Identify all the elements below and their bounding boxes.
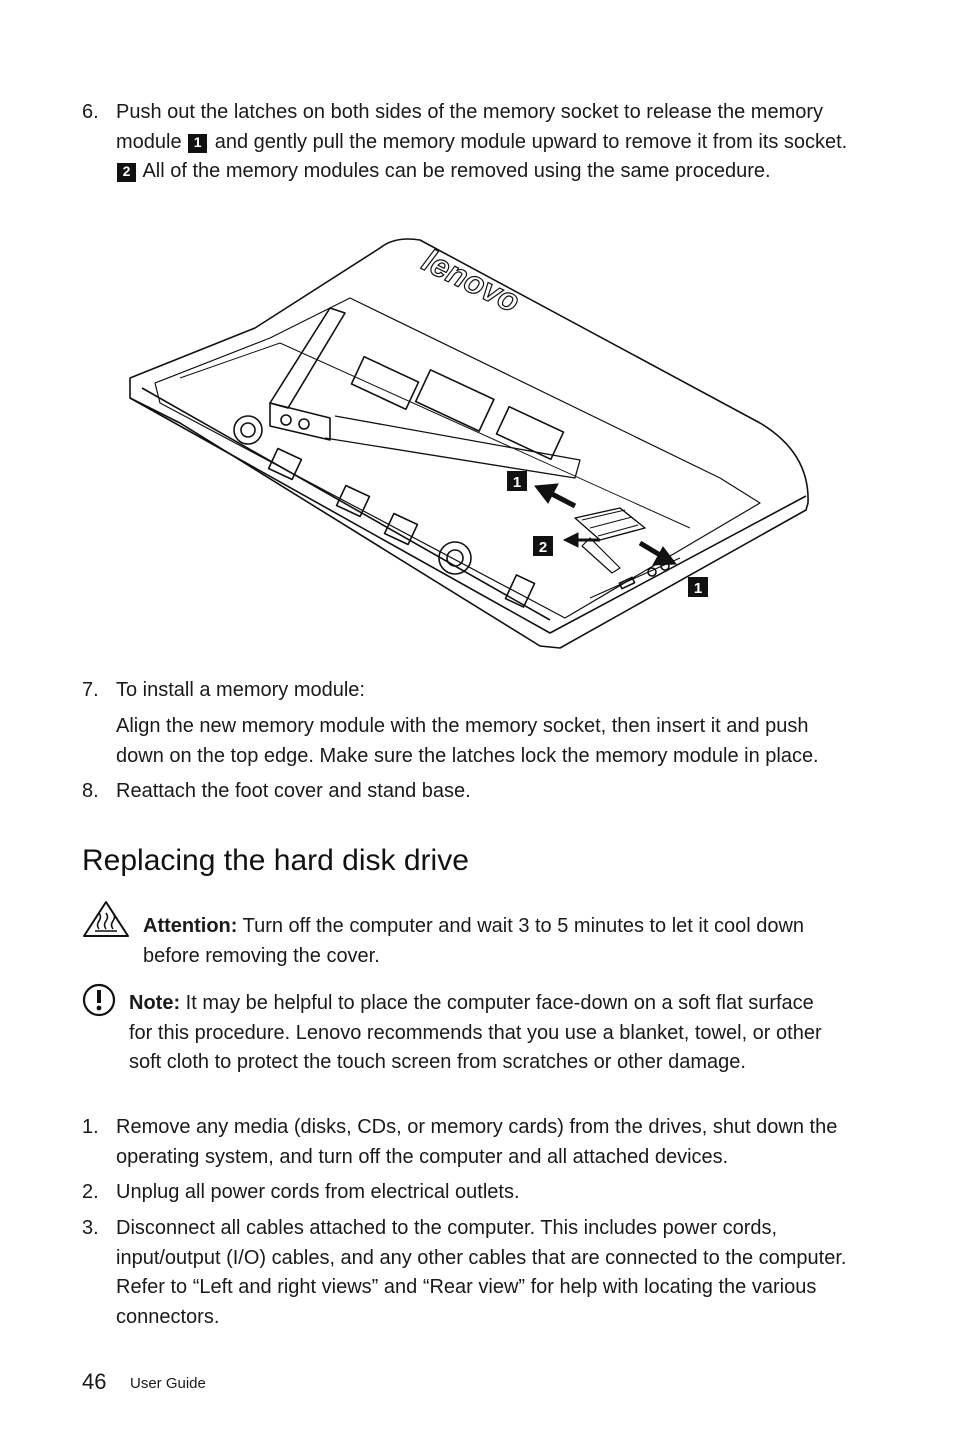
figure-callout-2: [533, 536, 553, 556]
arrow-up-left: [548, 490, 577, 509]
step-number: 2.: [82, 1181, 99, 1203]
memory-removal-illustration: lenovo 1 2 1: [129, 238, 809, 649]
step-3-text: Disconnect all cables attached to the co…: [116, 1217, 847, 1328]
figure-callout-1b-label: 1: [694, 580, 702, 597]
step-8-text: Reattach the foot cover and stand base.: [116, 780, 471, 802]
attention-text: Attention: Turn off the computer and wai…: [143, 912, 843, 971]
memory-socket: [581, 537, 621, 574]
step-number: 6.: [82, 101, 99, 123]
arrow-left-head: [562, 532, 579, 548]
footer-label: User Guide: [130, 1375, 206, 1392]
step-6-text-b: and gently pull the memory module upward…: [214, 130, 848, 153]
arrow-down-right-head: [652, 546, 677, 566]
case-edge: [129, 397, 807, 634]
speaker-left: [233, 415, 263, 445]
step-6-text-c: All of the memory modules can be removed…: [142, 160, 771, 182]
stand-arm: [269, 307, 346, 409]
attention-label: Attention:: [143, 915, 238, 937]
step-1-text: Remove any media (disks, CDs, or memory …: [116, 1116, 838, 1168]
step-number: 8.: [82, 780, 99, 802]
arrow-down-right: [638, 540, 662, 558]
step-7-text: To install a memory module:: [116, 679, 365, 701]
case-outline: [129, 238, 809, 649]
speaker-right: [438, 541, 472, 575]
step-number: 3.: [82, 1217, 99, 1239]
callout-2: 2: [117, 163, 136, 182]
step-number: 7.: [82, 679, 99, 701]
arrow-up-left-head: [534, 483, 559, 504]
hot-surface-warning-icon: [83, 901, 129, 937]
figure-callout-1a-label: 1: [513, 474, 521, 491]
figure-callout-2-label: 2: [539, 539, 547, 556]
callout-1: 1: [188, 133, 208, 153]
step-7-detail: Align the new memory module with the mem…: [116, 715, 819, 767]
step-number: 1.: [82, 1116, 99, 1138]
stand-bracket: [269, 402, 331, 441]
section-title: Replacing the hard disk drive: [82, 844, 469, 877]
page-number: 46: [82, 1369, 107, 1394]
memory-module: [574, 507, 646, 541]
exclamation-circle-icon: [82, 983, 116, 1017]
attention-body: Turn off the computer and wait 3 to 5 mi…: [143, 915, 805, 967]
lenovo-logo: lenovo: [417, 242, 525, 320]
figure-callout-1a: [507, 471, 527, 491]
step-2-text: Unplug all power cords from electrical o…: [116, 1181, 520, 1203]
step-6-text: Push out the latches on both sides of th…: [116, 98, 861, 187]
note-label: Note:: [129, 992, 181, 1014]
figure-callout-1b: [688, 577, 708, 597]
note-body: It may be helpful to place the computer …: [129, 992, 822, 1073]
note-text: Note: It may be helpful to place the com…: [129, 989, 841, 1078]
step-6-text-a: Push out the latches on both sides of th…: [116, 101, 824, 153]
